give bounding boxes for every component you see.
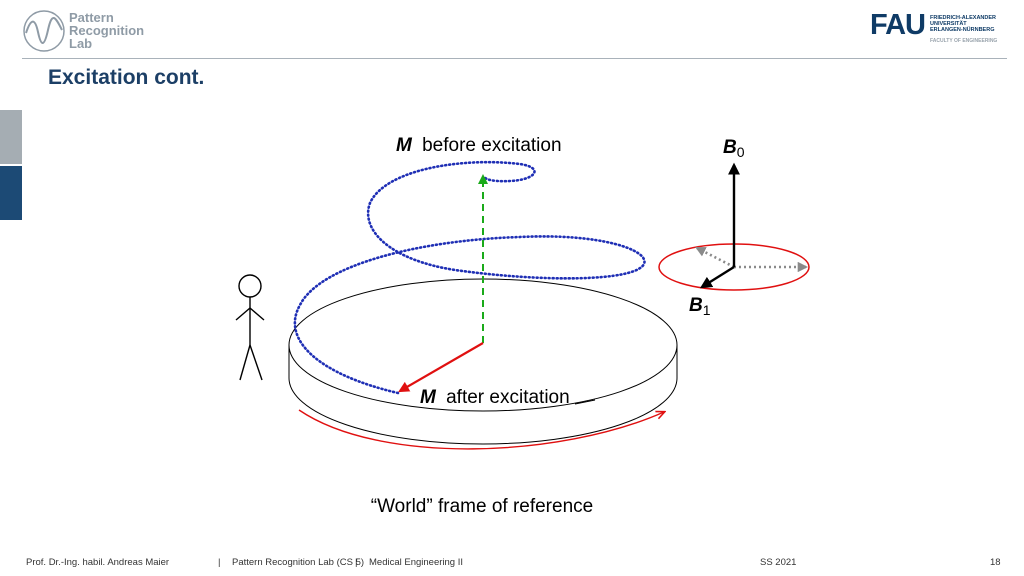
pattern-recognition-lab-logo xyxy=(23,10,65,52)
m-before-symbol: M xyxy=(396,135,413,156)
lab-logo-text: Pattern Recognition Lab xyxy=(69,11,144,50)
b-field-inset: B0 B1 xyxy=(658,137,810,318)
rotation-arrow xyxy=(298,409,664,450)
lab-logo-line-3: Lab xyxy=(69,36,93,51)
fau-faculty: FACULTY OF ENGINEERING xyxy=(930,38,998,44)
footer-semester: SS 2021 xyxy=(760,557,797,568)
m-after-label: M after excitation xyxy=(420,387,570,408)
b0-label: B0 xyxy=(723,137,745,160)
b1-symbol: B xyxy=(689,295,703,316)
fau-letters: FAU xyxy=(870,9,926,41)
magnetization-spiral xyxy=(293,160,646,395)
slide-header: Pattern Recognition Lab FAU FRIEDRICH-AL… xyxy=(0,0,1024,60)
m-after-vector xyxy=(398,342,484,393)
fau-line-1: FRIEDRICH-ALEXANDER xyxy=(930,15,996,21)
m-after-pointer xyxy=(574,399,596,405)
footer-sep-2: | xyxy=(355,557,358,568)
header-divider xyxy=(22,58,1007,59)
fau-university-name: FRIEDRICH-ALEXANDER UNIVERSITÄT ERLANGEN… xyxy=(930,15,996,33)
fau-logo: FAU FRIEDRICH-ALEXANDER UNIVERSITÄT ERLA… xyxy=(870,9,1005,47)
frame-caption: “World” frame of reference xyxy=(371,496,593,517)
slide-title: Excitation cont. xyxy=(48,66,205,89)
m-after-symbol: M xyxy=(420,387,437,408)
slide-footer: Prof. Dr.-Ing. habil. Andreas Maier | Pa… xyxy=(0,554,1024,574)
b1-label: B1 xyxy=(689,295,711,318)
footer-page: 18 xyxy=(990,557,1001,568)
side-tab-gray xyxy=(0,110,22,164)
footer-sep-1: | xyxy=(218,557,221,568)
fau-line-3: ERLANGEN-NÜRNBERG xyxy=(930,27,995,33)
b1-rotated-dashed-left xyxy=(695,246,735,269)
footer-author: Prof. Dr.-Ing. habil. Andreas Maier xyxy=(26,557,170,568)
b1-subscript: 1 xyxy=(703,302,711,318)
m-after-text: after excitation xyxy=(446,387,570,408)
b1-vector xyxy=(699,265,735,289)
side-tab-blue xyxy=(0,166,22,220)
m-before-label: M before excitation xyxy=(396,135,562,156)
lab-logo-line-1: Pattern xyxy=(69,10,114,25)
lab-logo-line-2: Recognition xyxy=(69,23,145,38)
m-before-text: before excitation xyxy=(422,135,561,156)
observer-figure xyxy=(235,274,265,381)
footer-course: Medical Engineering II xyxy=(369,557,463,568)
b0-subscript: 0 xyxy=(737,144,745,160)
footer-lab: Pattern Recognition Lab (CS 5) xyxy=(232,557,365,568)
fau-line-2: UNIVERSITÄT xyxy=(930,21,967,27)
b0-symbol: B xyxy=(723,137,737,158)
